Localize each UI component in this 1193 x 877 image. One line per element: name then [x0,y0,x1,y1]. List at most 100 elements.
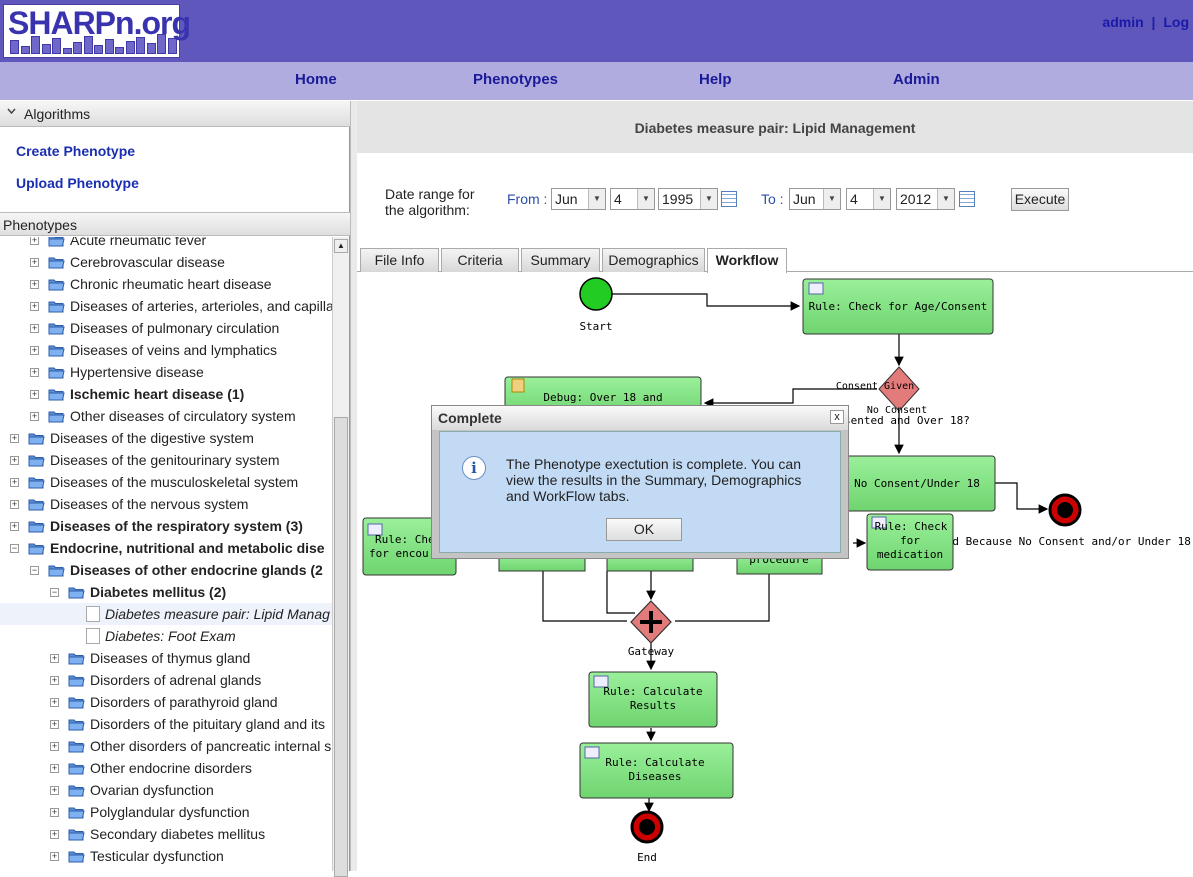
to-day-select[interactable]: 4▼ [846,188,891,210]
tree-folder-item[interactable]: +Diseases of the genitourinary system [10,449,280,471]
tree-folder-item[interactable]: +Diseases of veins and lymphatics [30,339,277,361]
pane-splitter[interactable] [350,101,357,871]
tree-folder-item[interactable]: +Cerebrovascular disease [30,251,225,273]
script-icon [511,378,525,393]
expand-icon[interactable]: + [30,237,39,245]
tree-folder-item[interactable]: + Ovarian dysfunction [50,779,214,801]
expand-icon[interactable]: + [50,784,59,795]
from-month-select[interactable]: Jun▼ [551,188,606,210]
to-label: To : [761,191,784,207]
expand-icon[interactable]: + [50,762,59,773]
admin-user-link[interactable]: admin [1102,14,1144,30]
tree-folder-item[interactable]: +Diseases of the nervous system [10,493,248,515]
from-calendar-icon[interactable] [721,191,737,207]
tree-folder-item[interactable]: +Diseases of the digestive system [10,427,254,449]
logout-link[interactable]: Log [1163,14,1189,30]
expand-icon[interactable]: + [50,828,59,839]
expand-icon[interactable]: + [50,740,59,751]
expand-icon[interactable]: + [50,806,59,817]
consent-gateway[interactable] [878,366,920,412]
expand-icon[interactable]: + [10,498,19,509]
tree-folder-item[interactable]: +Hypertensive disease [30,361,204,383]
expand-icon[interactable]: + [30,344,39,355]
tab-workflow[interactable]: Workflow [707,248,787,273]
algorithms-section-header[interactable]: Algorithms [0,101,350,127]
upload-phenotype-link[interactable]: Upload Phenotype [16,175,139,191]
tree-folder-item[interactable]: +Other disorders of pancreatic internal … [50,735,331,757]
nav-help[interactable]: Help [699,71,732,88]
tree-item-label: Ovarian dysfunction [90,782,214,798]
tree-folder-item[interactable]: −Endocrine, nutritional and metabolic di… [10,537,325,559]
tab-file-info[interactable]: File Info [360,248,439,272]
expand-icon[interactable]: + [30,278,39,289]
to-month-select[interactable]: Jun▼ [789,188,841,210]
tab-criteria[interactable]: Criteria [441,248,519,272]
expand-icon[interactable]: + [30,256,39,267]
expand-icon[interactable]: + [30,366,39,377]
tree-folder-item[interactable]: +Polyglandular dysfunction [50,801,250,823]
nav-home[interactable]: Home [295,71,337,88]
tree-folder-item[interactable]: −Diseases of other endocrine glands (2 [30,559,323,581]
tree-folder-item[interactable]: +Other diseases of circulatory system [30,405,296,427]
expand-icon[interactable]: + [30,388,39,399]
expand-icon[interactable]: + [30,322,39,333]
expand-icon[interactable]: + [30,410,39,421]
expand-icon[interactable]: + [10,476,19,487]
tree-folder-item[interactable]: +Other endocrine disorders [50,757,252,779]
tree-folder-item[interactable]: +Diseases of pulmonary circulation [30,317,279,339]
from-day-select[interactable]: 4▼ [610,188,655,210]
rule-calculate-diseases[interactable]: Rule: Calculate Diseases [579,742,734,799]
to-calendar-icon[interactable] [959,191,975,207]
expand-icon[interactable]: + [50,674,59,685]
tree-folder-item[interactable]: −Diabetes mellitus (2) [50,581,226,603]
merge-gateway[interactable] [630,600,672,644]
consent-given-label: Consent Given [836,381,914,392]
tree-folder-item[interactable]: +Disorders of adrenal glands [50,669,261,691]
phenotypes-section-header[interactable]: Phenotypes [0,212,350,236]
tab-demographics[interactable]: Demographics [602,248,705,272]
expand-icon[interactable]: + [50,718,59,729]
nav-admin[interactable]: Admin [893,71,940,88]
nav-phenotypes[interactable]: Phenotypes [473,71,559,88]
scroll-up-icon[interactable]: ▲ [334,239,348,253]
tab-summary[interactable]: Summary [521,248,600,272]
collapse-icon[interactable]: − [30,564,39,575]
tree-folder-item[interactable]: +Diseases of the musculoskeletal system [10,471,298,493]
tree-folder-item[interactable]: +Secondary diabetes mellitus [50,823,265,845]
sharpn-logo[interactable]: SHARPn.org [3,4,191,58]
tree-folder-item[interactable]: +Acute rheumatic fever [30,237,206,251]
tree-folder-item[interactable]: +Chronic rheumatic heart disease [30,273,272,295]
scroll-thumb[interactable] [334,417,348,877]
tree-folder-item[interactable]: +Diseases of arteries, arterioles, and c… [30,295,333,317]
execute-button[interactable]: Execute [1011,188,1069,211]
expand-icon[interactable]: + [10,520,19,531]
close-icon[interactable]: x [830,410,844,424]
expand-icon[interactable]: + [10,432,19,443]
rule-check-medication[interactable]: Rule: Check for medication [866,513,954,571]
collapse-icon[interactable]: − [10,542,19,553]
expand-icon[interactable]: + [10,454,19,465]
tree-folder-item[interactable]: +Diseases of thymus gland [50,647,250,669]
tree-folder-item[interactable]: +Disorders of lipoid metabolism [30,867,258,871]
create-phenotype-link[interactable]: Create Phenotype [16,143,136,159]
expand-icon[interactable]: + [30,300,39,311]
expand-icon[interactable]: + [50,850,59,861]
tree-scrollbar[interactable]: ▲ [332,237,349,877]
tree-leaf-item[interactable]: Diabetes measure pair: Lipid Manag [0,603,333,625]
tree-folder-item[interactable]: +Disorders of the pituitary gland and it… [50,713,325,735]
tree-leaf-item[interactable]: Diabetes: Foot Exam [86,625,236,647]
from-year-select[interactable]: 1995▼ [658,188,718,210]
expand-icon[interactable]: + [50,652,59,663]
rule-check-age-consent[interactable]: Rule: Check for Age/Consent [802,278,994,335]
tree-folder-item[interactable]: +Testicular dysfunction [50,845,224,867]
rule-no-consent-under-18[interactable]: No Consent/Under 18 [802,455,996,512]
expand-icon[interactable]: + [50,696,59,707]
rule-calculate-results[interactable]: Rule: Calculate Results [588,671,718,728]
tree-folder-item[interactable]: +Diseases of the respiratory system (3) [10,515,303,537]
ok-button[interactable]: OK [606,518,682,541]
to-year-select[interactable]: 2012▼ [896,188,955,210]
tree-folder-item[interactable]: +Disorders of parathyroid gland [50,691,278,713]
tree-folder-item[interactable]: +Ischemic heart disease (1) [30,383,244,405]
collapse-icon[interactable]: − [50,586,59,597]
start-event-icon[interactable] [579,277,613,311]
